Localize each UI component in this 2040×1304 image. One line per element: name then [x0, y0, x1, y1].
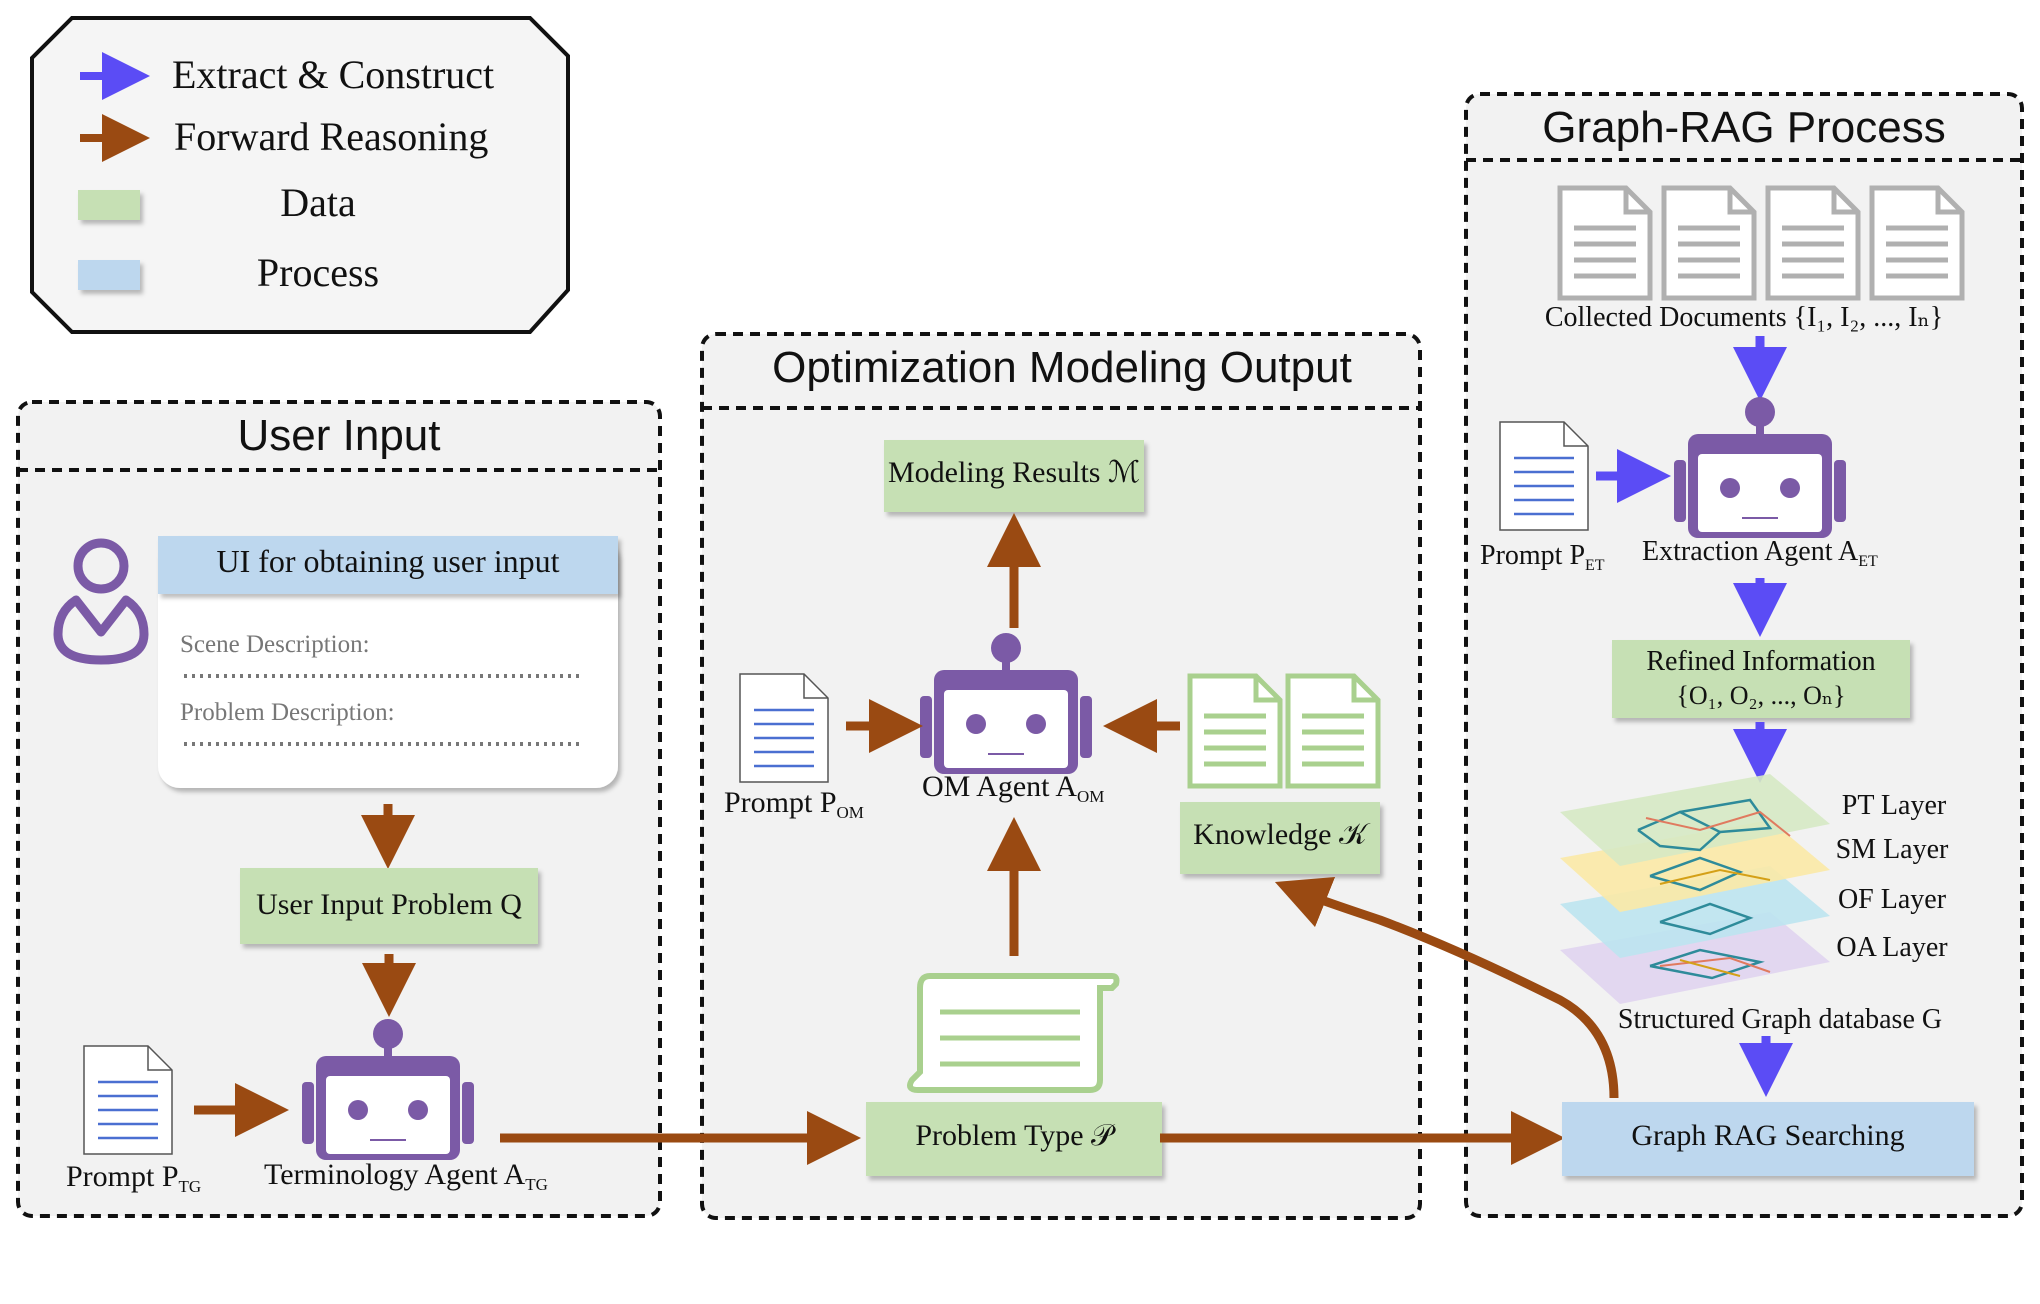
ui-input-card-title: UI for obtaining user input: [216, 543, 559, 579]
layer-label-pt: PT Layer: [1842, 790, 1947, 821]
legend-label-data: Data: [280, 180, 356, 225]
prompt-tg-document-icon: [82, 1044, 174, 1156]
prompt-et-label: Prompt PET: [1480, 540, 1605, 574]
layer-label-of: OF Layer: [1838, 884, 1947, 915]
panel-title-om-output: Optimization Modeling Output: [772, 343, 1352, 392]
om-agent-label: OM Agent AOM: [922, 770, 1104, 806]
svg-text:Graph RAG Searching: Graph RAG Searching: [1631, 1119, 1904, 1152]
svg-text:Problem Type 𝒫: Problem Type 𝒫: [915, 1119, 1116, 1152]
knowledge-node: Knowledge 𝒦: [1180, 802, 1380, 874]
panel-title-user-input: User Input: [238, 411, 441, 460]
legend-label-forward: Forward Reasoning: [174, 114, 488, 159]
arrow-graph-rag-searching-to-knowledge: [1274, 876, 1619, 1099]
graph-rag-searching-node: Graph RAG Searching: [1562, 1102, 1974, 1176]
refined-information-node: Refined Information {O₁, O₂, ..., Oₙ}: [1612, 640, 1910, 718]
legend: Extract & Construct Forward Reasoning Da…: [30, 16, 570, 334]
blue-swatch-icon: [78, 260, 140, 290]
layer-label-sm: SM Layer: [1836, 834, 1949, 865]
layer-label-oa: OA Layer: [1836, 932, 1948, 963]
structured-graph-database-label: Structured Graph database G: [1618, 1004, 1942, 1035]
svg-text:Modeling Results ℳ: Modeling Results ℳ: [888, 456, 1140, 489]
modeling-results-node: Modeling Results ℳ: [884, 440, 1144, 512]
problem-type-scroll-icon: [907, 973, 1120, 1093]
user-input-problem-node: User Input Problem Q: [240, 868, 538, 944]
collected-documents-label: Collected Documents {I₁, I₂, ..., Iₙ}: [1545, 302, 1943, 333]
terminology-agent-label: Terminology Agent ATG: [264, 1158, 548, 1194]
legend-label-extract: Extract & Construct: [172, 52, 494, 97]
knowledge-document-icon-1: [1190, 676, 1280, 786]
prompt-om-document-icon: [738, 672, 830, 784]
user-avatar-icon: [53, 538, 149, 665]
collected-document-icon-4: [1872, 188, 1962, 298]
collected-document-icon-2: [1664, 188, 1754, 298]
collected-document-icon-3: [1768, 188, 1858, 298]
prompt-om-label: Prompt POM: [724, 786, 864, 822]
extraction-agent-label: Extraction Agent AET: [1642, 536, 1878, 570]
problem-type-node: Problem Type 𝒫: [866, 1102, 1162, 1176]
scene-description-label: Scene Description:: [180, 631, 370, 658]
svg-text:{O₁, O₂, ..., Oₙ}: {O₁, O₂, ..., Oₙ}: [1676, 681, 1845, 710]
knowledge-document-icon-2: [1288, 676, 1378, 786]
problem-description-label: Problem Description:: [180, 699, 395, 726]
ui-input-card[interactable]: UI for obtaining user input Scene Descri…: [158, 536, 618, 788]
collected-document-icon-1: [1560, 188, 1650, 298]
green-swatch-icon: [78, 190, 140, 220]
graph-layers-stack: [1560, 774, 1830, 1004]
svg-text:User Input Problem Q: User Input Problem Q: [256, 888, 522, 921]
prompt-tg-label: Prompt PTG: [66, 1160, 201, 1196]
svg-text:Refined Information: Refined Information: [1646, 646, 1875, 677]
svg-text:Knowledge 𝒦: Knowledge 𝒦: [1193, 818, 1371, 851]
panel-om-output: Optimization Modeling Output: [700, 332, 1422, 1220]
legend-label-process: Process: [257, 250, 379, 295]
panel-title-graph-rag: Graph-RAG Process: [1542, 103, 1945, 152]
prompt-et-document-icon: [1498, 420, 1590, 532]
